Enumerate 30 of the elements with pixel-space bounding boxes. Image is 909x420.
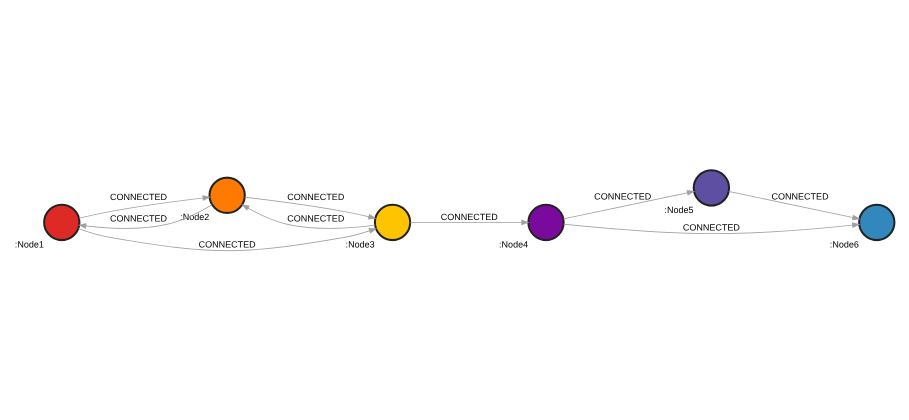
node-label: :Node1: [14, 238, 44, 249]
edge-label: CONNECTED: [594, 190, 652, 201]
arrow: [78, 228, 378, 251]
edge-label: CONNECTED: [198, 239, 256, 250]
arrow: [563, 190, 696, 219]
node-label: :Node4: [499, 238, 528, 249]
arrow: [78, 204, 212, 228]
node-circle: [374, 203, 412, 241]
node-circle: [692, 168, 730, 206]
arrow: [78, 194, 211, 218]
edge-label: CONNECTED: [110, 212, 168, 223]
node-circle: [527, 203, 565, 241]
arrow: [241, 204, 376, 228]
arrow: [728, 190, 861, 220]
arrow: [244, 196, 376, 219]
node-label: :Node6: [830, 238, 859, 249]
node-circle: [43, 203, 80, 241]
node-circle: [208, 176, 246, 214]
node-circle: [858, 203, 896, 241]
edge-label: CONNECTED: [110, 192, 168, 202]
node-label: :Node3: [346, 238, 375, 249]
node-label: :Node2: [180, 212, 210, 222]
edge-label: CONNECTED: [440, 211, 498, 222]
arrow: [563, 222, 860, 234]
edge-label: CONNECTED: [287, 212, 344, 223]
edge-label: CONNECTED: [771, 190, 829, 201]
edge-label: CONNECTED: [682, 222, 740, 232]
edge-label: CONNECTED: [287, 192, 344, 202]
node-label: :Node5: [664, 204, 694, 214]
arrow: [410, 219, 530, 225]
